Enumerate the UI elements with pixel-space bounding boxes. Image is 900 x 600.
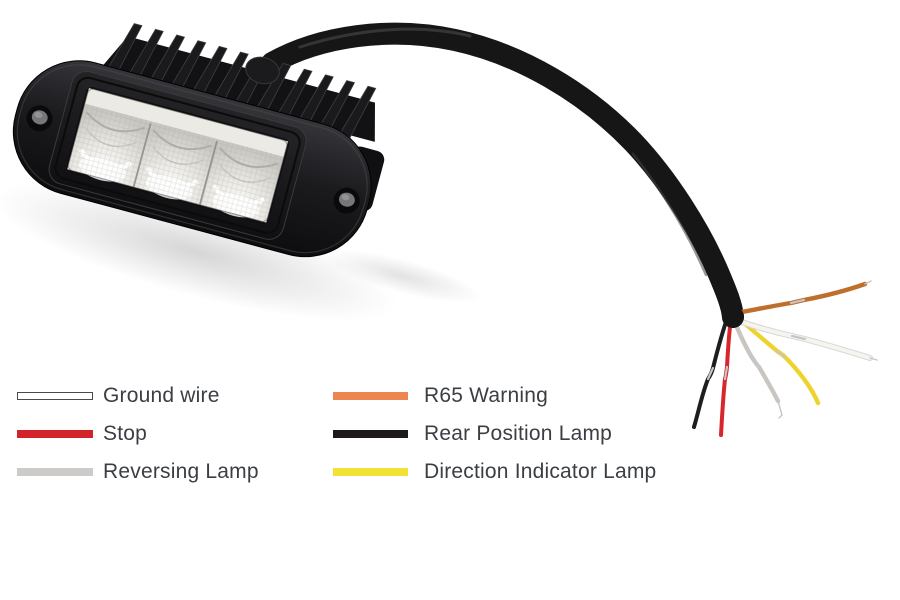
bare-wire-tips [777, 280, 878, 419]
r65-warning-swatch [333, 392, 408, 400]
face-groove [54, 76, 301, 234]
screw-hole-right [333, 187, 360, 214]
legend-label: Reversing Lamp [103, 460, 259, 483]
lens [66, 87, 290, 224]
screw-hole-left [26, 105, 53, 132]
led-work-lamp [12, 23, 385, 258]
legend-column-right: R65 Warning Rear Position Lamp Direction… [333, 384, 656, 484]
legend-item-stop: Stop [17, 422, 259, 446]
legend-label: Ground wire [103, 384, 220, 407]
power-cable [261, 22, 744, 328]
flange-rim-highlight [16, 64, 368, 254]
legend-label: Rear Position Lamp [424, 422, 613, 445]
legend-label: Direction Indicator Lamp [424, 460, 657, 483]
reversing-lamp-swatch [17, 468, 93, 476]
wire-splices [706, 298, 807, 381]
lens-frost-strip [84, 88, 288, 157]
lamp-shadow [0, 183, 399, 321]
direction-indicator-lamp-swatch [333, 468, 408, 476]
legend-item-direction-indicator-lamp: Direction Indicator Lamp [333, 460, 656, 484]
cable-sheen-top [298, 27, 472, 49]
legend-item-ground-wire: Ground wire [17, 384, 259, 408]
legend-column-left: Ground wire Stop Reversing Lamp [17, 384, 259, 484]
legend-item-reversing-lamp: Reversing Lamp [17, 460, 259, 484]
legend-label: R65 Warning [424, 384, 548, 407]
legend-label: Stop [103, 422, 147, 445]
cable-end-cap [722, 306, 744, 328]
stop-swatch [17, 430, 93, 438]
legend-item-rear-position-lamp: Rear Position Lamp [333, 422, 656, 446]
cable-sheen-side [631, 152, 708, 277]
reflector-texture [67, 103, 284, 223]
cable-gland [245, 56, 280, 85]
ground-wire-swatch [17, 392, 93, 400]
breakout-wires [692, 280, 878, 437]
legend-item-r65-warning: R65 Warning [333, 384, 656, 408]
r65-warning-wire [733, 281, 868, 316]
rear-position-lamp-swatch [333, 430, 408, 438]
lamp-shadow-right [322, 249, 482, 303]
